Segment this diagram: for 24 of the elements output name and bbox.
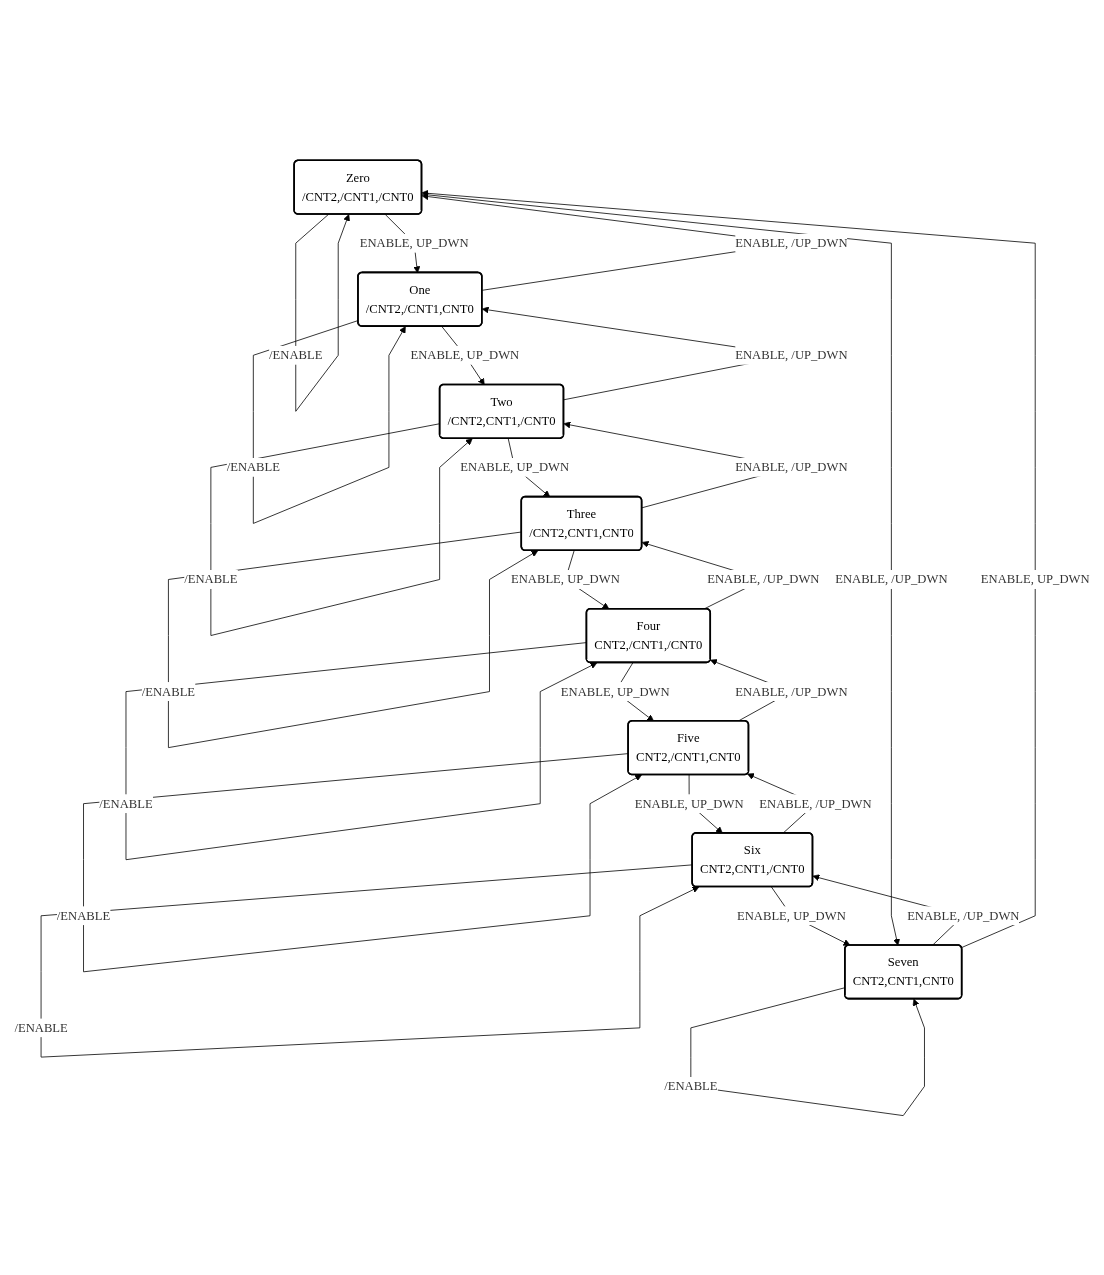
edge-label: ENABLE, /UP_DWN: [735, 235, 848, 250]
edge-label: /ENABLE: [226, 459, 280, 474]
edge-label: ENABLE, UP_DWN: [560, 683, 670, 698]
edge-label: ENABLE, UP_DWN: [634, 796, 744, 810]
edge-label: ENABLE, /UP_DWN: [735, 459, 848, 474]
edge-label: ENABLE, /UP_DWN: [735, 683, 848, 698]
edge-label: /ENABLE: [56, 908, 111, 922]
edge-label: /ENABLE: [99, 796, 153, 810]
edge-label: /ENABLE: [664, 1078, 718, 1093]
edge-label: /ENABLE: [184, 571, 238, 586]
edge-label: /ENABLE: [14, 1020, 68, 1034]
edge-label: /ENABLE: [269, 347, 323, 362]
edge-label: ENABLE, /UP_DWN: [707, 571, 820, 586]
edge-label: ENABLE, /UP_DWN: [835, 571, 948, 586]
edge-label: ENABLE, UP_DWN: [511, 571, 620, 586]
edge-label: ENABLE, /UP_DWN: [759, 796, 872, 810]
edge-label: ENABLE, UP_DWN: [359, 235, 469, 250]
edge-label: ENABLE, UP_DWN: [980, 571, 1090, 586]
edge-label: ENABLE, UP_DWN: [737, 908, 846, 922]
edge-label: /ENABLE: [141, 683, 196, 698]
edge-label: ENABLE, /UP_DWN: [735, 347, 848, 362]
edge-label: ENABLE, UP_DWN: [410, 347, 520, 362]
edge-label: ENABLE, UP_DWN: [460, 459, 570, 474]
edge-label: ENABLE, /UP_DWN: [907, 908, 1020, 922]
